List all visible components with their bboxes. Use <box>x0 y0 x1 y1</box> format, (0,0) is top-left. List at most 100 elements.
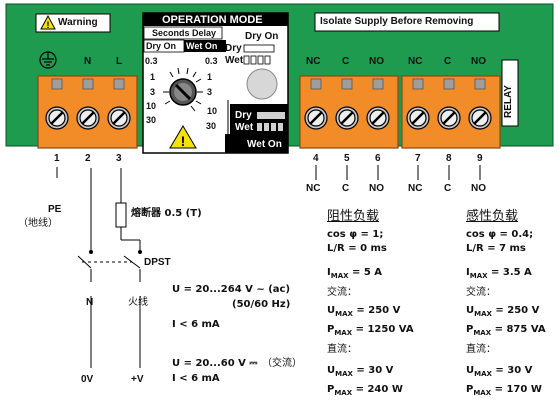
pin-1: 1 <box>54 153 60 164</box>
sym-p: P <box>327 324 335 335</box>
dial-label-left-2: 3 <box>150 87 156 97</box>
resistive-pmax-ac-value: = 1250 VA <box>352 324 414 335</box>
plus-v-label: +V <box>131 374 144 385</box>
resistive-umax-dc-value: = 30 V <box>352 365 394 376</box>
sym-i: I <box>466 267 470 278</box>
relay-label: RELAY <box>503 85 514 118</box>
dial-label-left-4: 30 <box>146 115 157 125</box>
dial-label-right-1: 1 <box>207 72 213 82</box>
inductive-imax: IMAX = 3.5 A <box>466 268 532 280</box>
relay-bottom-c-1: C <box>342 183 350 194</box>
wire-dots <box>89 250 142 254</box>
op-title-bar <box>143 13 288 26</box>
dial-label-left-0: 0.3 <box>145 56 158 66</box>
op-mode-title: OPERATION MODE <box>162 14 263 26</box>
fuse-label: 熔断器 0.5 (T) <box>131 208 202 219</box>
pin-9: 9 <box>477 153 483 164</box>
resistive-ac: 交流： <box>327 287 357 298</box>
sym-max: MAX <box>473 329 492 337</box>
dc-current: I < 6 mA <box>172 373 220 384</box>
sym-i: I <box>327 267 331 278</box>
seconds-delay-label: Seconds Delay <box>152 28 217 38</box>
delay-dial[interactable] <box>163 67 203 112</box>
term-label-n: N <box>84 56 92 67</box>
panel-warning-triangle-icon <box>169 125 197 149</box>
panel-warning-exclaim-icon: ! <box>181 133 186 149</box>
inductive-umax-ac: UMAX = 250 V <box>466 306 539 318</box>
wet-label: Wet <box>225 55 244 66</box>
resistive-umax-dc: UMAX = 30 V <box>327 366 393 378</box>
resistive-cos: cos φ = 1; <box>327 229 384 240</box>
wet-on-bottom-label: Wet On <box>247 139 282 150</box>
dry-label: Dry <box>225 43 242 54</box>
wet-label-2: Wet <box>235 122 254 133</box>
status-led <box>246 68 278 100</box>
resistive-lr: L/R = 0 ms <box>327 243 387 254</box>
pin-4: 4 <box>313 153 319 164</box>
resistive-umax-ac-value: = 250 V <box>352 305 401 316</box>
warning-triangle-icon <box>40 14 56 30</box>
pin-6: 6 <box>375 153 381 164</box>
sym-p: P <box>327 384 335 395</box>
ac-frequency: (50/60 Hz) <box>232 299 291 310</box>
inductive-title: 感性负载 <box>466 209 519 224</box>
sym-max: MAX <box>335 310 353 318</box>
relay-bottom-c-2: C <box>444 183 452 194</box>
term-label-nc-1: NC <box>306 56 321 67</box>
dial-label-right-4: 30 <box>206 121 217 131</box>
dc-voltage-note: （交流） <box>262 358 302 369</box>
sym-max: MAX <box>474 310 492 318</box>
dial-label-right-2: 3 <box>207 87 213 97</box>
relay-bottom-no-1: NO <box>369 183 384 194</box>
term-label-c-1: C <box>342 56 350 67</box>
dc-voltage: U = 20...60 V ⎓ <box>172 358 258 369</box>
resistive-pmax-dc-value: = 240 W <box>352 384 403 395</box>
neutral-label: N <box>86 297 94 308</box>
wet-on-label: Wet On <box>186 41 218 51</box>
term-label-no-1: NO <box>369 56 384 67</box>
inductive-cos: cos φ = 0.4; <box>466 229 534 240</box>
seconds-delay-box <box>143 26 223 40</box>
sym-p: P <box>466 384 474 395</box>
dial-label-right-0: 0.3 <box>205 56 218 66</box>
inductive-pmax-dc: PMAX = 170 W <box>466 385 542 397</box>
dpst-label: DPST <box>144 257 171 268</box>
resistive-pmax-ac: PMAX = 1250 VA <box>327 325 414 337</box>
dial-label-right-3: 10 <box>207 106 218 116</box>
pin-7: 7 <box>415 153 421 164</box>
resistive-imax: IMAX = 5 A <box>327 268 382 280</box>
term-label-l: L <box>116 56 123 67</box>
screw-icons <box>45 106 492 130</box>
inductive-umax-dc-value: = 30 V <box>491 365 533 376</box>
sym-max: MAX <box>473 389 492 397</box>
pin-5: 5 <box>344 153 350 164</box>
sym-u: U <box>466 305 475 316</box>
resistive-imax-value: = 5 A <box>348 267 383 278</box>
live-label: 火线 <box>128 297 148 308</box>
wet-indicator-segments-2 <box>257 123 283 131</box>
resistive-dc: 直流： <box>327 344 357 355</box>
relay-bottom-no-2: NO <box>471 183 486 194</box>
sym-p: P <box>466 324 474 335</box>
right-mid-blackbar <box>230 104 288 139</box>
relay-bottom-nc-2: NC <box>408 183 423 194</box>
pin-2: 2 <box>85 153 91 164</box>
isolate-label-box <box>314 12 500 32</box>
ac-voltage: U = 20...264 V ~ (ac) <box>172 284 291 295</box>
inductive-ac: 交流： <box>466 287 496 298</box>
resistive-umax-ac: UMAX = 250 V <box>327 306 400 318</box>
resistive-title: 阻性负载 <box>327 209 380 224</box>
term-label-c-2: C <box>444 56 452 67</box>
inductive-umax-dc: UMAX = 30 V <box>466 366 532 378</box>
dry-on-indicator <box>243 44 275 53</box>
inductive-dc: 直流： <box>466 344 496 355</box>
sym-u: U <box>327 305 336 316</box>
sym-max: MAX <box>334 329 353 337</box>
relay-label-box <box>501 59 519 127</box>
right-top-blackbar <box>222 40 226 52</box>
inductive-lr: L/R = 7 ms <box>466 243 526 254</box>
inductive-pmax-ac-value: = 875 VA <box>491 324 546 335</box>
sym-max: MAX <box>334 389 353 397</box>
inductive-pmax-dc-value: = 170 W <box>491 384 542 395</box>
dial-label-left-1: 1 <box>150 72 156 82</box>
